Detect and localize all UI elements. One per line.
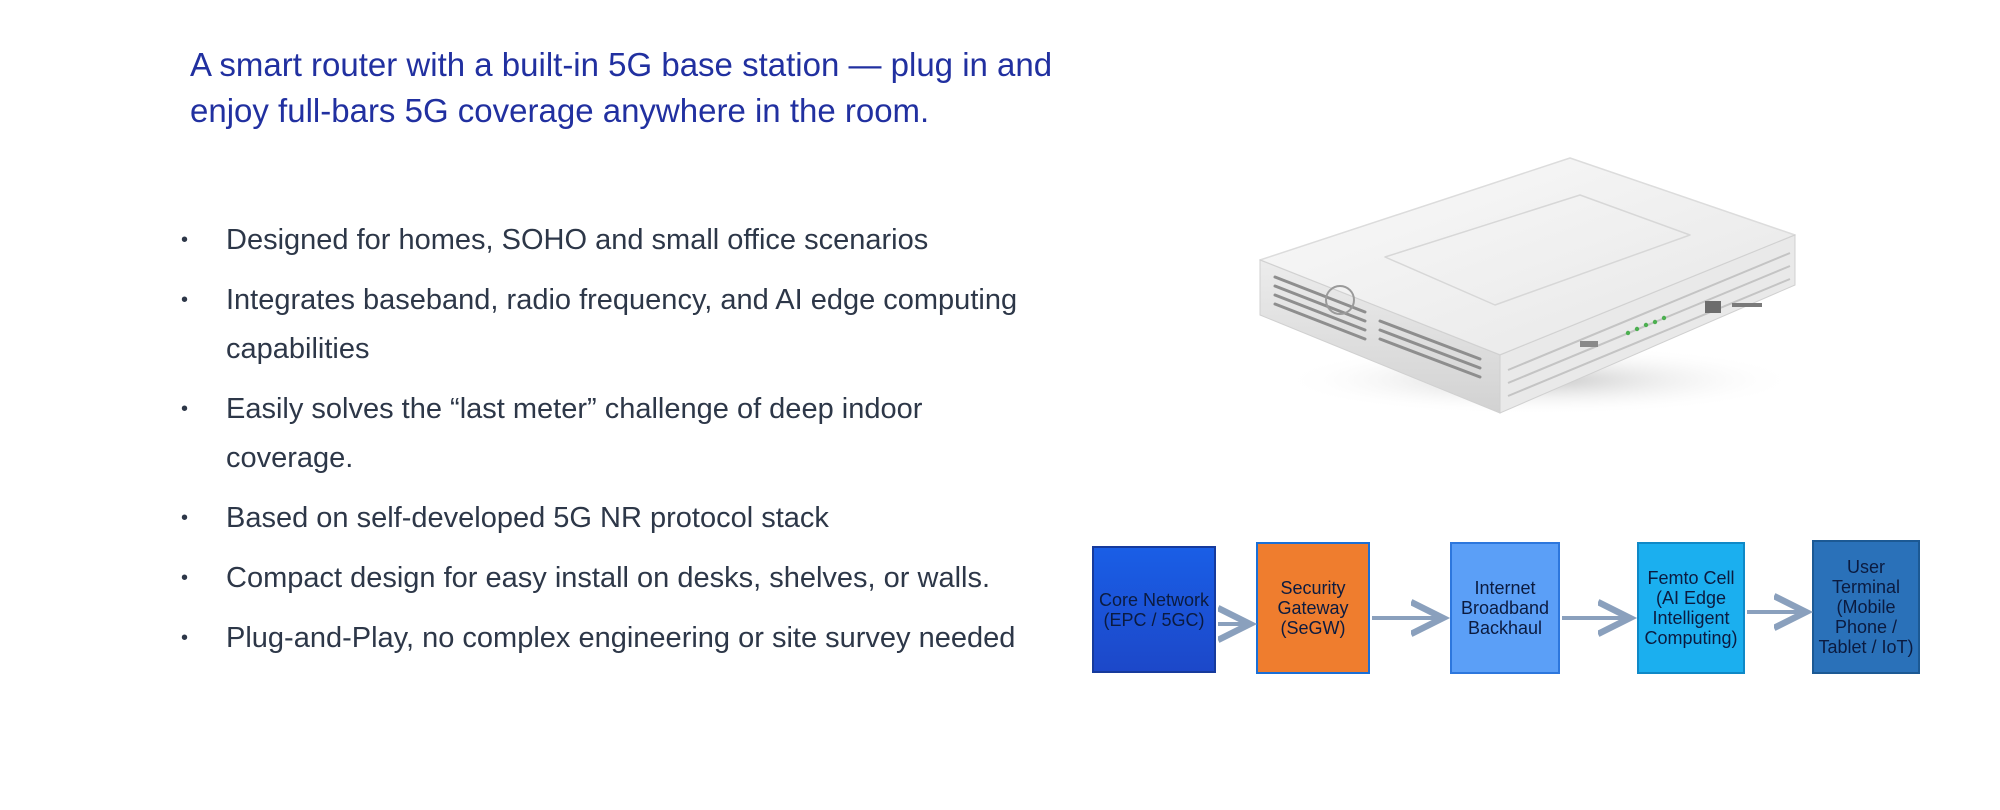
flow-block-security-gateway: Security Gateway (SeGW) xyxy=(1256,542,1370,674)
list-item: • Easily solves the “last meter” challeng… xyxy=(177,385,1037,483)
flow-block-femto-cell: Femto Cell (AI Edge Intelligent Computin… xyxy=(1637,542,1745,674)
feature-list: • Designed for homes, SOHO and small offi… xyxy=(177,216,1037,674)
bullet-dot-icon: • xyxy=(181,289,189,311)
list-item-text: Designed for homes, SOHO and small offic… xyxy=(226,224,929,256)
list-item: • Designed for homes, SOHO and small offi… xyxy=(177,216,1037,265)
list-item: • Plug-and-Play, no complex engineering o… xyxy=(177,614,1037,663)
list-item-text: Integrates baseband, radio frequency, an… xyxy=(226,284,1018,365)
bullet-dot-icon: • xyxy=(181,229,189,251)
list-item: • Based on self-developed 5G NR protocol … xyxy=(177,494,1037,543)
list-item-text: Compact design for easy install on desks… xyxy=(226,562,991,594)
flow-block-user-terminal: User Terminal (Mobile Phone / Tablet / I… xyxy=(1812,540,1920,674)
list-item-text: Based on self-developed 5G NR protocol s… xyxy=(226,502,829,534)
flow-block-broadband-backhaul: Internet Broadband Backhaul xyxy=(1450,542,1560,674)
bullet-dot-icon: • xyxy=(181,398,189,420)
bullet-dot-icon: • xyxy=(181,627,189,649)
list-item-text: Plug-and-Play, no complex engineering or… xyxy=(226,622,1016,654)
headline: A smart router with a built-in 5G base s… xyxy=(190,46,1053,129)
list-item: • Compact design for easy install on desk… xyxy=(177,554,1037,603)
flow-block-core-network: Core Network (EPC / 5GC) xyxy=(1092,546,1216,673)
list-item: • Integrates baseband, radio frequency, a… xyxy=(177,276,1037,374)
list-item-text: Easily solves the “last meter” challenge… xyxy=(226,393,923,474)
router-device-icon xyxy=(1259,157,1800,415)
bullet-dot-icon: • xyxy=(181,507,189,529)
bullet-dot-icon: • xyxy=(181,567,189,589)
